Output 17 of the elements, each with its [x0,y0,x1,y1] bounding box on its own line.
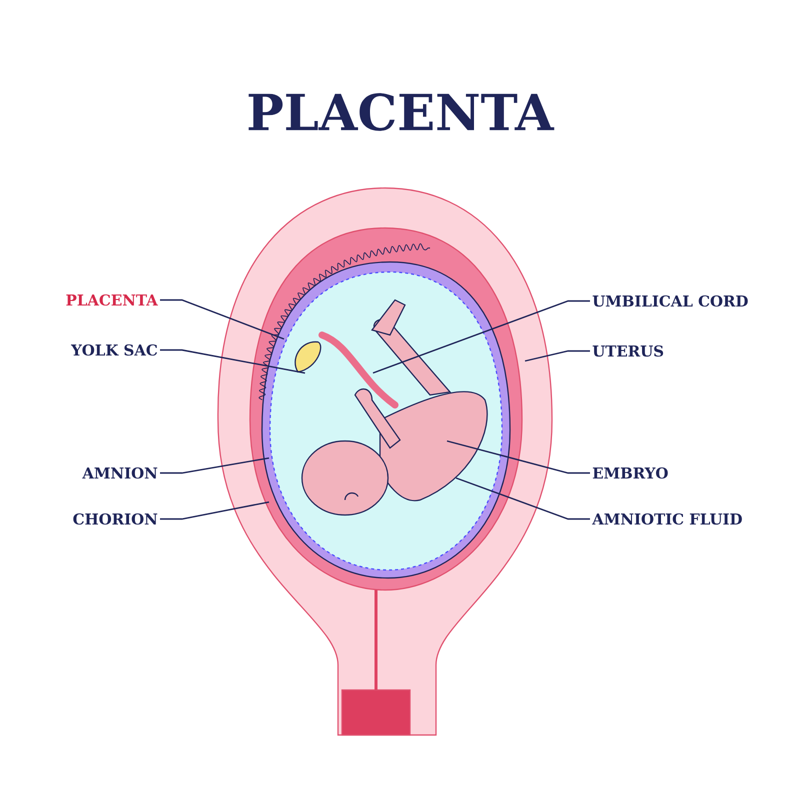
part-label: AMNIOTIC FLUID [592,513,742,525]
part-label: PLACENTA [66,294,158,306]
leader-line [446,440,590,474]
part-label: CHORION [73,513,158,525]
leader-line [160,299,284,340]
title: PLACENTA [248,93,554,131]
leader-line [160,349,306,374]
leader-line [372,300,590,374]
leader-line [160,457,270,474]
leader-line [456,477,590,520]
leader-line [524,350,590,362]
part-label: EMBRYO [592,467,668,479]
part-label: YOLK SAC [71,344,158,356]
part-label: AMNION [82,467,158,479]
part-label: UTERUS [592,345,664,357]
leader-line [160,501,270,520]
part-label: UMBILICAL CORD [592,295,748,307]
